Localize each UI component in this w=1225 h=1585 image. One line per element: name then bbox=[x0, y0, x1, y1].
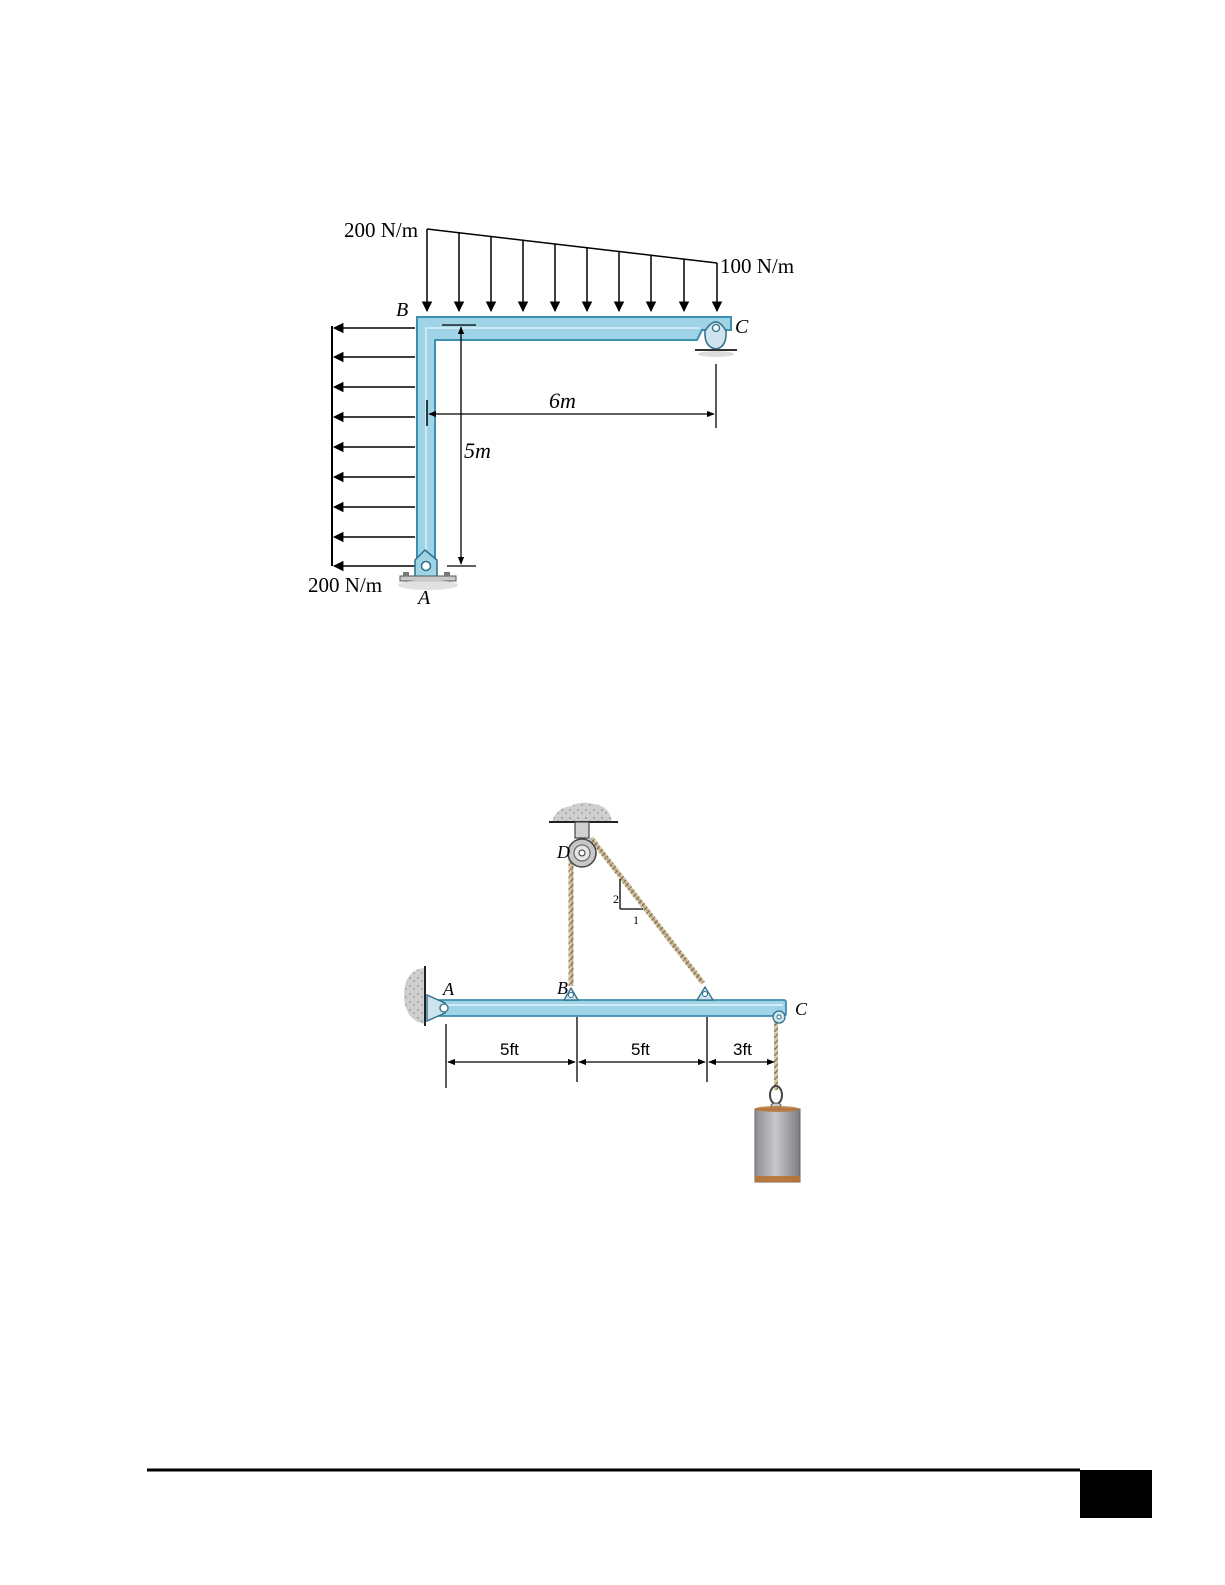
label-slope-run: 1 bbox=[633, 913, 639, 927]
label-dim-2: 5ft bbox=[631, 1040, 650, 1059]
label-slope-rise: 2 bbox=[613, 892, 619, 906]
label-dim-3: 3ft bbox=[733, 1040, 752, 1059]
beam-dimensions bbox=[446, 1017, 774, 1088]
label-top-right-load: 100 N/m bbox=[720, 254, 794, 278]
beam-lug-mid-icon bbox=[697, 987, 713, 1000]
label-point-a: A bbox=[416, 587, 431, 609]
label-left-bottom-load: 200 N/m bbox=[308, 573, 382, 597]
label-point-c: C bbox=[735, 316, 749, 338]
label-dim-5m: 5m bbox=[464, 438, 491, 463]
label-point-a2: A bbox=[442, 979, 455, 999]
cylinder-weight-icon bbox=[755, 1086, 801, 1182]
label-dim-1: 5ft bbox=[500, 1040, 519, 1059]
left-distributed-load bbox=[332, 326, 415, 566]
figure-1-frame: 200 N/m 100 N/m 200 N/m B C A 6m 5m bbox=[308, 218, 794, 609]
figure-2-beam-cable: D 2 1 A B C 5ft 5ft 3ft bbox=[404, 803, 808, 1182]
top-distributed-load bbox=[427, 229, 717, 311]
label-dim-6m: 6m bbox=[549, 388, 576, 413]
label-point-c2: C bbox=[795, 999, 808, 1019]
pin-support-icon bbox=[398, 550, 458, 590]
wall-block bbox=[404, 968, 425, 1024]
footer-page-box bbox=[1080, 1470, 1152, 1518]
label-point-b2: B bbox=[557, 978, 568, 998]
label-point-d: D bbox=[556, 842, 570, 862]
label-top-left-load: 200 N/m bbox=[344, 218, 418, 242]
horizontal-beam bbox=[431, 1000, 786, 1016]
ceiling-block bbox=[552, 803, 612, 822]
beam-end-c-icon bbox=[773, 1011, 785, 1023]
pulley-icon bbox=[568, 822, 596, 867]
label-point-b: B bbox=[396, 299, 408, 321]
